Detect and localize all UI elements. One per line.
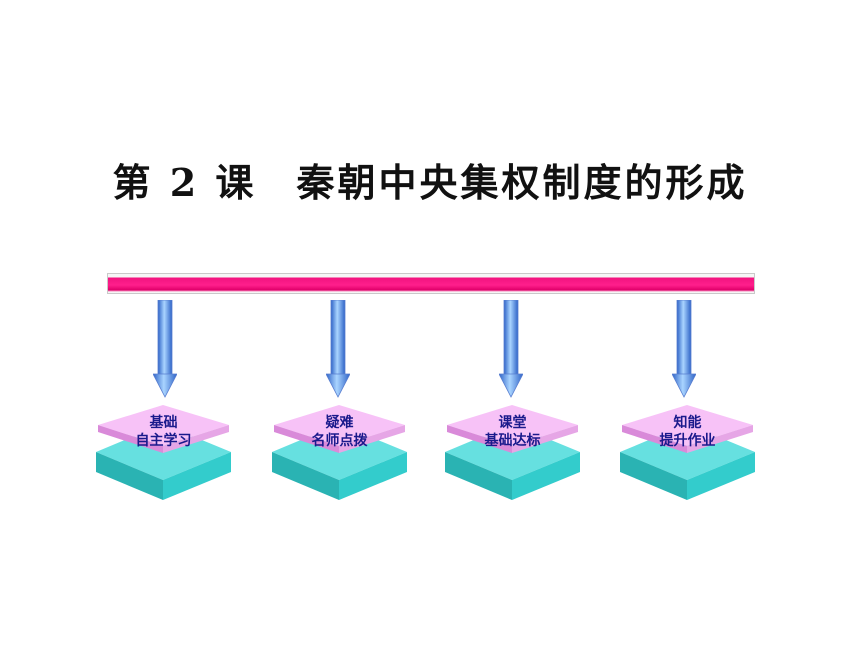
down-arrow-icon — [672, 300, 696, 398]
diamond-tile-icon — [620, 405, 755, 500]
diamond-tile-icon — [445, 405, 580, 500]
menu-item-class-standards[interactable]: 课堂 基础达标 — [445, 405, 580, 505]
down-arrow-icon — [499, 300, 523, 398]
diamond-tile-icon — [272, 405, 407, 500]
down-arrow-icon — [326, 300, 350, 398]
menu-item-skill-homework[interactable]: 知能 提升作业 — [620, 405, 755, 505]
menu-item-label: 课堂 基础达标 — [484, 415, 541, 449]
diamond-tile-icon — [96, 405, 231, 500]
menu-item-basic-self-study[interactable]: 基础 自主学习 — [96, 405, 231, 505]
menu-item-expert-guidance[interactable]: 疑难 名师点拨 — [272, 405, 407, 505]
down-arrow-icon — [153, 300, 177, 398]
lesson-number: 第 2 课 — [112, 160, 257, 205]
menu-item-label: 基础 自主学习 — [135, 415, 192, 449]
menu-item-label: 疑难 名师点拨 — [311, 415, 368, 449]
lesson-topic: 秦朝中央集权制度的形成 — [296, 160, 748, 205]
menu-item-label: 知能 提升作业 — [659, 415, 716, 449]
header-bar — [107, 273, 755, 294]
page-title: 第 2 课秦朝中央集权制度的形成 — [0, 152, 860, 207]
